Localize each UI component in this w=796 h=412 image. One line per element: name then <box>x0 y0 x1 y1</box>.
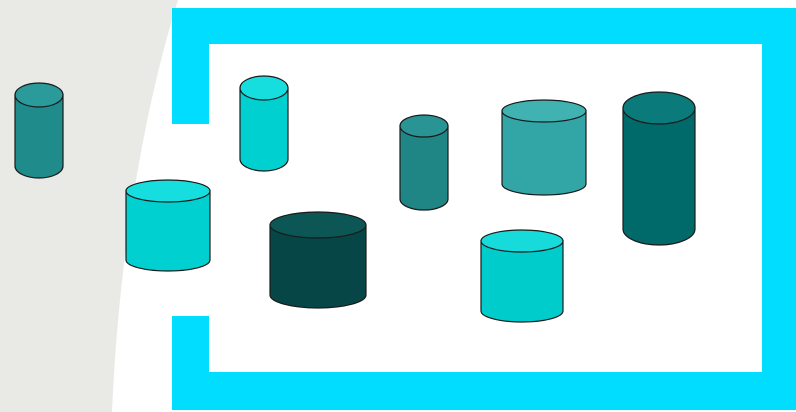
cylinder-outside-left <box>14 82 64 179</box>
cylinder-inside-left-bottom-top <box>125 179 211 203</box>
cylinder-inside-left-bottom <box>125 179 211 272</box>
cylinder-center-dark-top <box>269 211 367 239</box>
cylinders-group <box>14 75 696 323</box>
cylinder-outside-left-body <box>14 94 64 179</box>
cylinder-inside-left-bottom-body <box>125 190 211 272</box>
cylinder-bottom-cyan-top <box>480 229 564 253</box>
cylinder-inside-left-top-top <box>239 75 289 101</box>
cylinder-inside-left-top <box>239 75 289 172</box>
cylinder-center-small <box>399 114 449 211</box>
cylinder-right-tall <box>622 91 696 246</box>
cylinder-center-wide-top <box>501 99 587 123</box>
cylinder-center-dark <box>269 211 367 309</box>
cylinder-bottom-cyan <box>480 229 564 323</box>
cylinder-right-tall-body <box>622 107 696 246</box>
cylinder-inside-left-top-body <box>239 87 289 172</box>
cylinder-center-dark-body <box>269 224 367 309</box>
cylinder-right-tall-top <box>622 91 696 125</box>
cylinder-center-wide-body <box>501 110 587 196</box>
cylinder-outside-left-top <box>14 82 64 108</box>
cylinder-bottom-cyan-body <box>480 240 564 323</box>
cylinder-center-wide <box>501 99 587 196</box>
enclosure-frame <box>172 8 796 410</box>
cylinder-center-small-top <box>399 114 449 138</box>
cylinder-center-small-body <box>399 125 449 211</box>
